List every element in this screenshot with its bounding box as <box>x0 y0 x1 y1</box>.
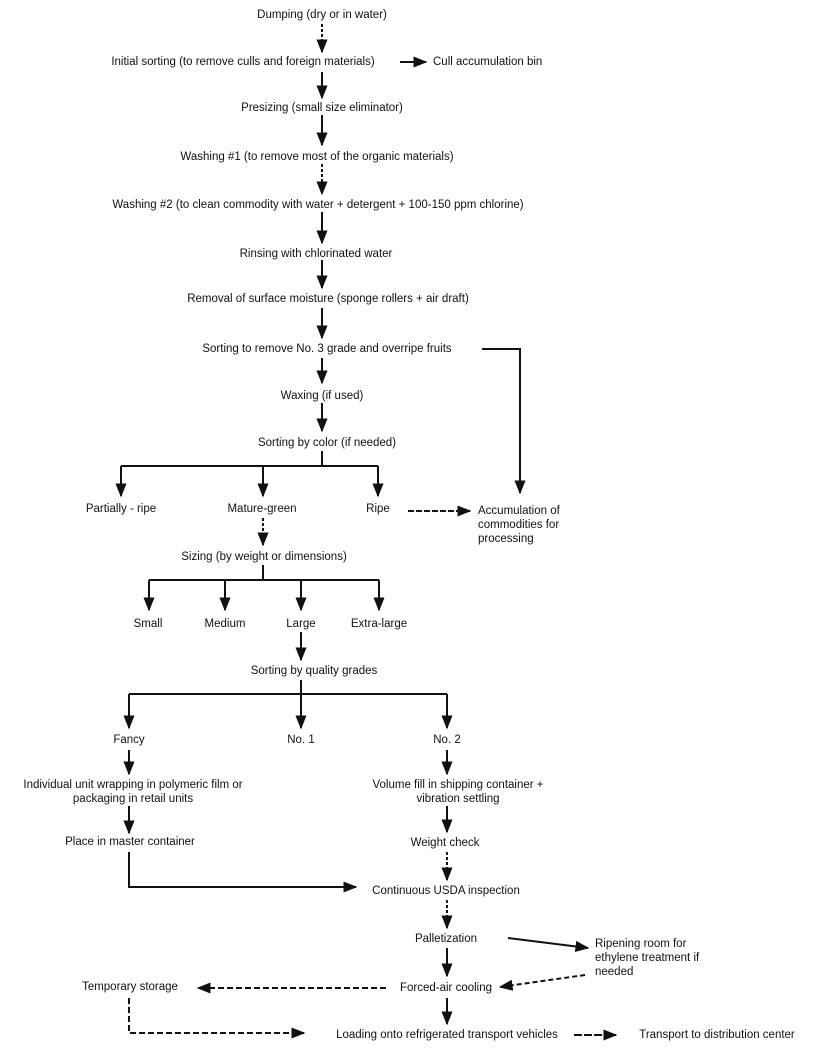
node-small: Small <box>133 618 163 630</box>
line-temporary-loading <box>128 998 306 1039</box>
node-temporary-storage: Temporary storage <box>82 981 178 993</box>
node-master-container: Place in master container <box>65 836 195 848</box>
node-sizing: Sizing (by weight or dimensions) <box>181 551 347 563</box>
node-forced-air: Forced-air cooling <box>399 982 493 994</box>
node-sorting-quality: Sorting by quality grades <box>250 665 378 677</box>
node-ripe: Ripe <box>366 503 390 515</box>
node-no2: No. 2 <box>433 734 461 746</box>
line-sorting-accumulation <box>482 348 526 495</box>
node-large: Large <box>286 618 316 630</box>
node-transport: Transport to distribution center <box>639 1029 795 1041</box>
node-extra-large: Extra-large <box>350 618 408 630</box>
arrow-palletization-ripening <box>507 937 590 952</box>
node-rinsing: Rinsing with chlorinated water <box>239 248 393 260</box>
node-dumping: Dumping (dry or in water) <box>257 9 387 21</box>
node-removal-moisture: Removal of surface moisture (sponge roll… <box>187 293 469 305</box>
node-accumulation: Accumulation of commodities for processi… <box>478 505 560 545</box>
node-palletization: Palletization <box>414 933 478 945</box>
node-no1: No. 1 <box>287 734 315 746</box>
node-initial-sorting: Initial sorting (to remove culls and for… <box>111 56 375 68</box>
node-cull-bin: Cull accumulation bin <box>433 56 543 68</box>
node-loading: Loading onto refrigerated transport vehi… <box>336 1029 558 1041</box>
node-washing1: Washing #1 (to remove most of the organi… <box>180 151 454 163</box>
node-medium: Medium <box>204 618 246 630</box>
node-partially-ripe: Partially - ripe <box>85 503 157 515</box>
node-ripening-room: Ripening room for ethylene treatment if … <box>595 938 700 978</box>
node-fancy: Fancy <box>113 734 145 746</box>
node-unit-wrapping: Individual unit wrapping in polymeric fi… <box>23 779 243 805</box>
node-waxing: Waxing (if used) <box>280 390 364 402</box>
node-weight-check: Weight check <box>410 837 480 849</box>
line-master-usda <box>128 852 358 893</box>
node-sorting-color: Sorting by color (if needed) <box>257 437 397 449</box>
node-volume-fill: Volume fill in shipping container + vibr… <box>372 779 544 805</box>
node-usda: Continuous USDA inspection <box>372 885 520 897</box>
node-presizing: Presizing (small size eliminator) <box>241 102 403 114</box>
arrow-ripening-forced <box>498 974 586 991</box>
node-mature-green: Mature-green <box>227 503 297 515</box>
node-sorting-no3: Sorting to remove No. 3 grade and overri… <box>202 343 452 355</box>
node-washing2: Washing #2 (to clean commodity with wate… <box>112 199 524 211</box>
